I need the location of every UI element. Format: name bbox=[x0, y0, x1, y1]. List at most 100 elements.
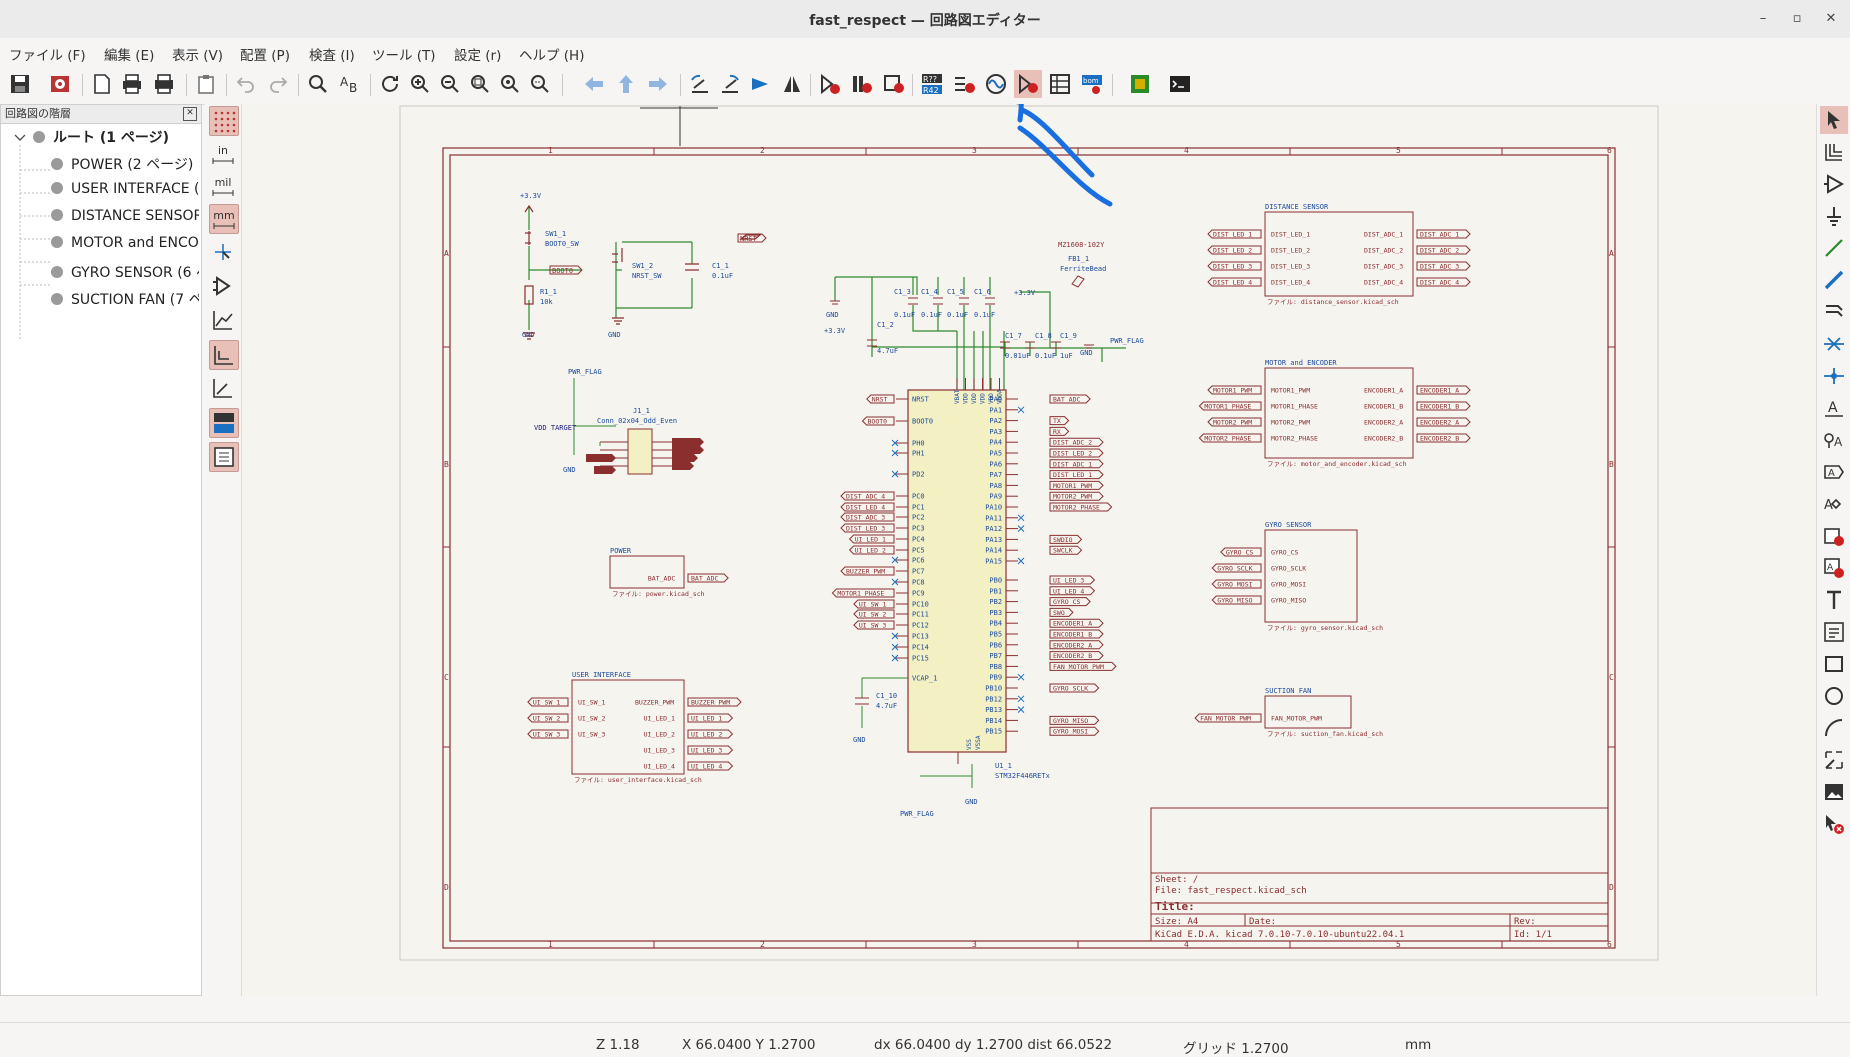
add-hier-label-icon[interactable]: A bbox=[1820, 490, 1848, 518]
cursor-crosshair-icon[interactable] bbox=[209, 238, 237, 266]
menu-edit[interactable]: 編集 (E) bbox=[104, 48, 155, 64]
add-text-icon[interactable] bbox=[1820, 586, 1848, 614]
units-mm-button[interactable]: mm bbox=[209, 204, 239, 234]
navigate-up-icon[interactable] bbox=[612, 70, 640, 98]
add-image-icon[interactable] bbox=[1820, 778, 1848, 806]
zoom-in-icon[interactable] bbox=[406, 70, 434, 98]
mirror-h-icon[interactable] bbox=[778, 70, 806, 98]
add-symbol-icon[interactable] bbox=[1820, 170, 1848, 198]
add-line-icon[interactable] bbox=[1820, 746, 1848, 774]
add-arc-icon[interactable] bbox=[1820, 714, 1848, 742]
mcu-pin-right: PB5 bbox=[989, 631, 1002, 639]
tree-root[interactable]: ルート (1 ページ) bbox=[33, 127, 169, 147]
add-bus-icon[interactable] bbox=[1820, 266, 1848, 294]
tree-item-gyro-sensor[interactable]: GYRO SENSOR (6 ペ bbox=[51, 262, 199, 282]
save-icon[interactable] bbox=[6, 70, 34, 98]
annotate-icon[interactable]: R??R42 bbox=[918, 70, 946, 98]
add-power-icon[interactable] bbox=[1820, 202, 1848, 230]
add-global-label-icon[interactable]: A bbox=[1820, 458, 1848, 486]
menu-place[interactable]: 配置 (P) bbox=[240, 48, 290, 64]
bom-icon[interactable]: bom bbox=[1078, 70, 1106, 98]
close-button[interactable]: ✕ bbox=[1825, 11, 1837, 26]
menu-inspect[interactable]: 検査 (I) bbox=[309, 48, 355, 64]
grid-toggle-icon[interactable] bbox=[209, 106, 239, 136]
menu-settings[interactable]: 設定 (r) bbox=[454, 48, 502, 64]
no-connect-icon[interactable] bbox=[1820, 330, 1848, 358]
close-panel-icon[interactable]: ✕ bbox=[183, 107, 197, 121]
rotate-cw-icon[interactable] bbox=[716, 70, 744, 98]
add-rectangle-icon[interactable] bbox=[1820, 650, 1848, 678]
paste-icon[interactable] bbox=[192, 70, 220, 98]
scripting-console-icon[interactable] bbox=[1166, 70, 1194, 98]
symbol-library-icon[interactable] bbox=[848, 70, 876, 98]
tree-item-motor-encoder[interactable]: MOTOR and ENCOD bbox=[51, 235, 199, 251]
tree-item-power[interactable]: POWER (2 ページ) bbox=[51, 154, 199, 174]
annotate-toggle-icon[interactable] bbox=[209, 408, 239, 438]
menu-view[interactable]: 表示 (V) bbox=[172, 48, 224, 64]
add-junction-icon[interactable] bbox=[1820, 362, 1848, 390]
field-editor-icon[interactable] bbox=[1046, 70, 1074, 98]
units-inch-button[interactable]: in bbox=[209, 140, 237, 168]
properties-panel-icon[interactable] bbox=[209, 442, 239, 472]
add-textbox-icon[interactable] bbox=[1820, 618, 1848, 646]
zoom-fit-icon[interactable] bbox=[466, 70, 494, 98]
tree-item-distance-sensor[interactable]: DISTANCE SENSOR ( bbox=[51, 208, 199, 224]
select-icon[interactable] bbox=[1820, 106, 1848, 134]
line-mode-45-icon[interactable] bbox=[209, 374, 237, 402]
erc-icon[interactable] bbox=[950, 70, 978, 98]
schematic-canvas[interactable]: 1 2 3 4 5 6 1 2 3 4 5 6 A B C D A B C D … bbox=[242, 104, 1816, 996]
add-circle-icon[interactable] bbox=[1820, 682, 1848, 710]
tree-item-suction-fan[interactable]: SUCTION FAN (7 ペ bbox=[51, 289, 199, 309]
find-icon[interactable] bbox=[304, 70, 332, 98]
tree-item-user-interface[interactable]: USER INTERFACE (3 bbox=[51, 181, 199, 197]
hidden-pins-icon[interactable] bbox=[209, 272, 237, 300]
menu-file[interactable]: ファイル (F) bbox=[9, 48, 86, 64]
import-sheet-pin-icon[interactable]: A bbox=[1820, 554, 1848, 582]
svg-text:ENCODER2_B: ENCODER2_B bbox=[1053, 652, 1092, 660]
delete-tool-icon[interactable] bbox=[1820, 810, 1848, 838]
add-wire-icon[interactable] bbox=[1820, 234, 1848, 262]
open-pcb-icon[interactable] bbox=[1126, 70, 1154, 98]
redo-icon[interactable] bbox=[264, 70, 292, 98]
line-mode-90-icon[interactable] bbox=[209, 340, 239, 370]
footprint-library-icon[interactable] bbox=[880, 70, 908, 98]
print-icon[interactable] bbox=[118, 70, 146, 98]
menu-tools[interactable]: ツール (T) bbox=[372, 48, 436, 64]
add-net-class-icon[interactable]: A bbox=[1820, 426, 1848, 454]
refresh-icon[interactable] bbox=[376, 70, 404, 98]
no-connect-marker bbox=[891, 654, 899, 662]
mirror-v-icon[interactable] bbox=[746, 70, 774, 98]
rotate-ccw-icon[interactable] bbox=[686, 70, 714, 98]
add-sheet-icon[interactable] bbox=[1820, 522, 1848, 550]
schematic-setup-icon[interactable] bbox=[46, 70, 74, 98]
svg-text:MOTOR1_PHASE: MOTOR1_PHASE bbox=[1271, 403, 1318, 411]
maximize-button[interactable]: ▫ bbox=[1792, 11, 1802, 26]
zoom-objects-icon[interactable] bbox=[496, 70, 524, 98]
navigate-forward-icon[interactable] bbox=[644, 70, 672, 98]
r11-ref: R1_1 bbox=[540, 288, 557, 296]
line-mode-free-icon[interactable] bbox=[209, 306, 237, 334]
add-label-icon[interactable]: A bbox=[1820, 394, 1848, 422]
page-settings-icon[interactable] bbox=[88, 70, 116, 98]
add-bus-entry-icon[interactable] bbox=[1820, 298, 1848, 326]
plot-icon[interactable] bbox=[150, 70, 178, 98]
undo-icon[interactable] bbox=[232, 70, 260, 98]
highlight-net-icon[interactable] bbox=[1820, 138, 1848, 166]
mcu-right-net-label: MOTOR2_PHASE bbox=[1049, 502, 1113, 512]
symbol-editor-icon[interactable] bbox=[816, 70, 844, 98]
zoom-selection-icon[interactable] bbox=[526, 70, 554, 98]
minimize-button[interactable]: – bbox=[1759, 11, 1767, 26]
menu-help[interactable]: ヘルプ (H) bbox=[519, 48, 585, 64]
simulator-icon[interactable] bbox=[982, 70, 1010, 98]
units-mil-button[interactable]: mil bbox=[209, 172, 237, 200]
assign-footprints-icon[interactable] bbox=[1014, 70, 1042, 98]
zoom-out-icon[interactable] bbox=[436, 70, 464, 98]
navigate-back-icon[interactable] bbox=[580, 70, 608, 98]
